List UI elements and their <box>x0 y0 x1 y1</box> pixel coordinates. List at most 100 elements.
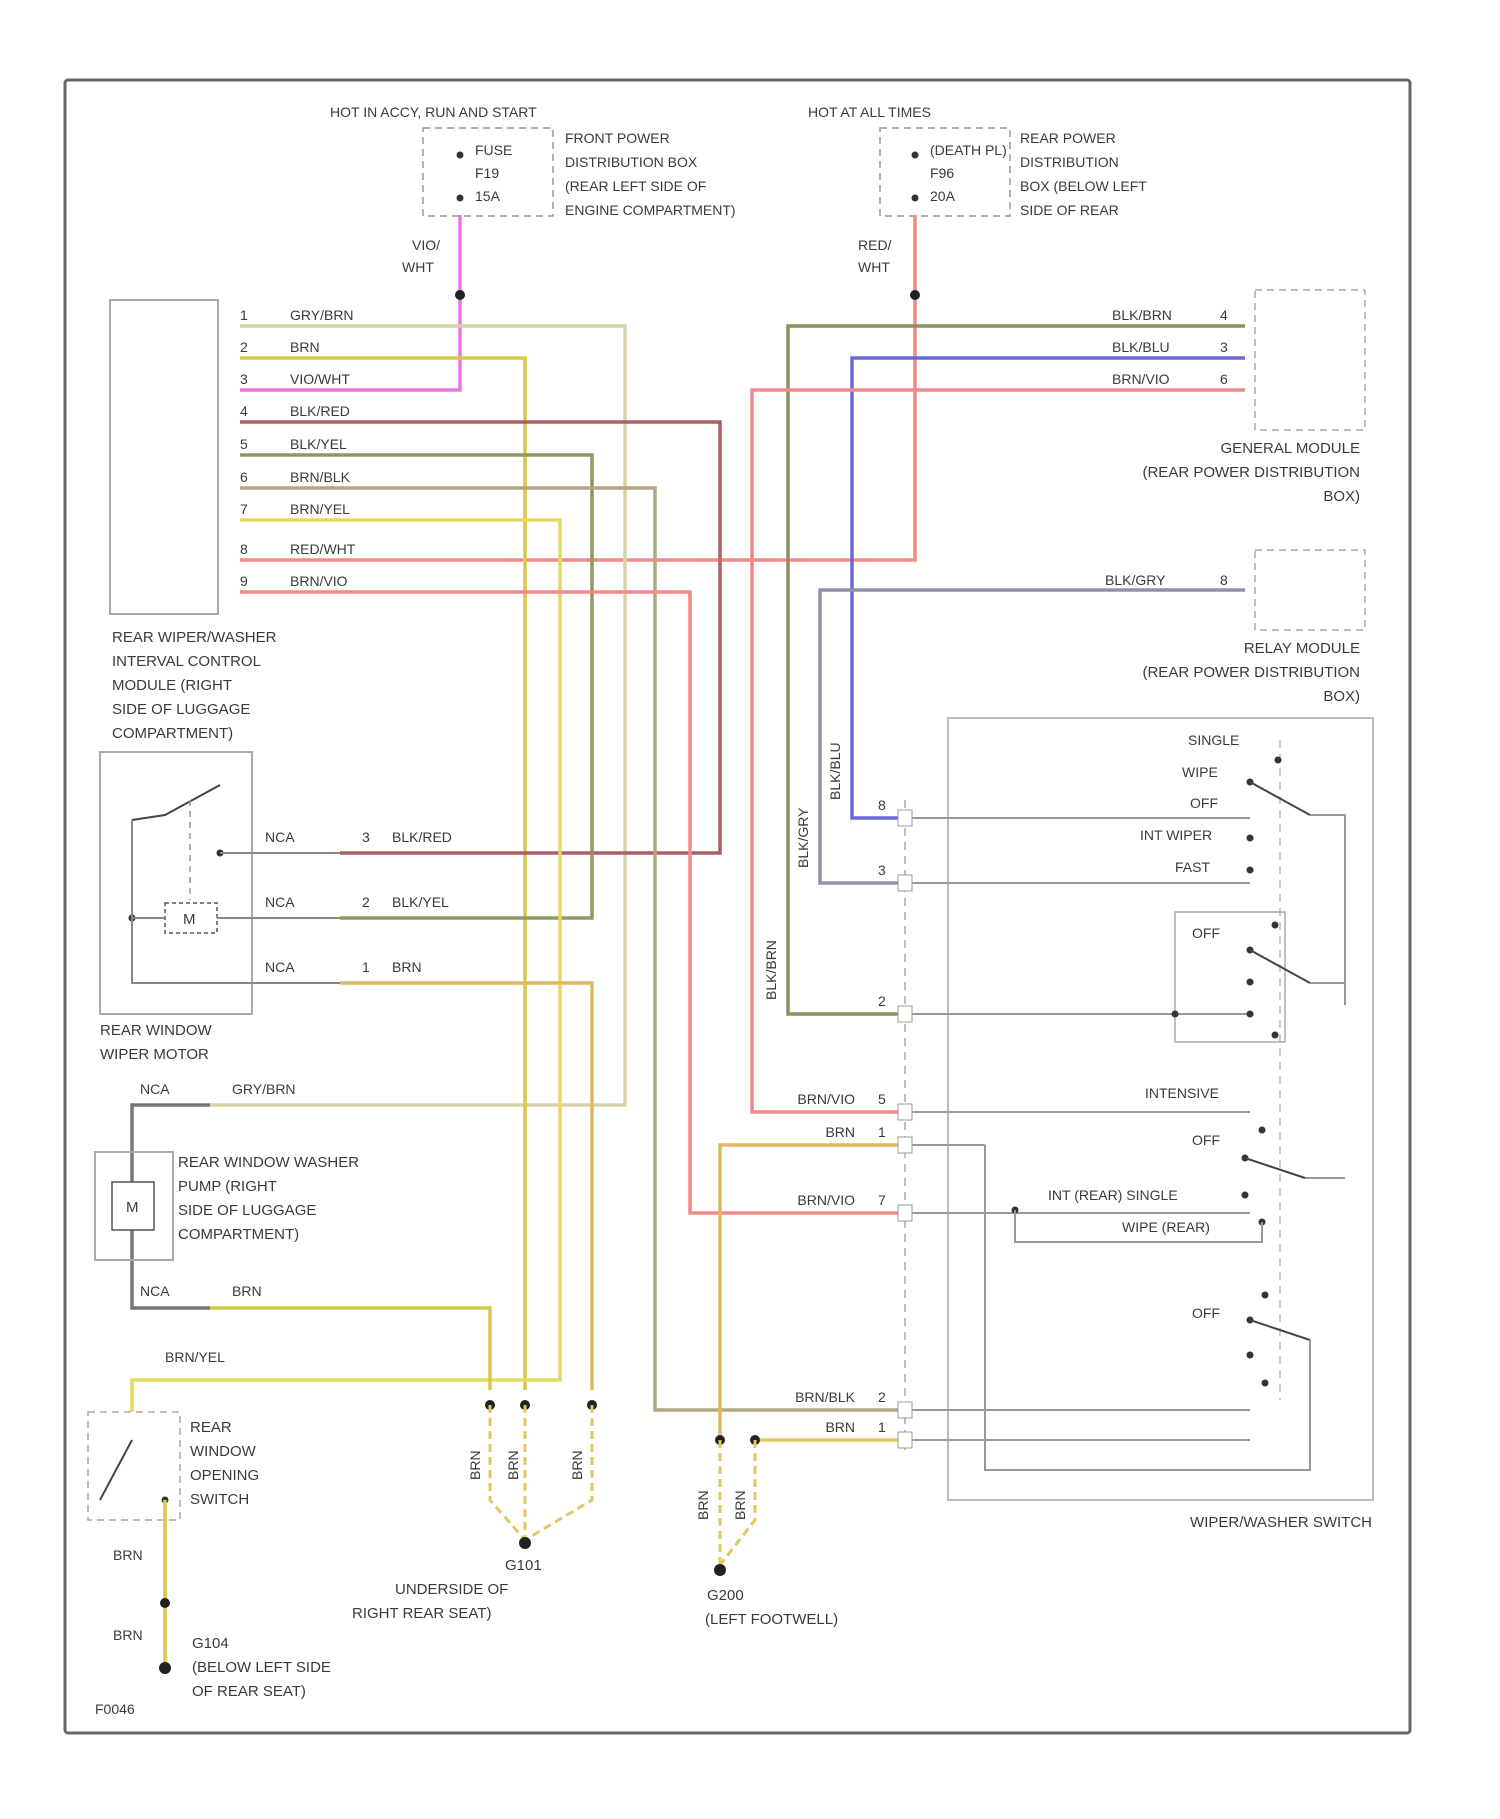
sw3-c3 <box>1242 1192 1249 1199</box>
sw1-common <box>1310 815 1345 1005</box>
wire-gry-brn <box>210 326 625 1105</box>
wire-motor-brn <box>340 983 592 1390</box>
sw2-c3 <box>1247 979 1254 986</box>
rm-label-3: BOX) <box>1323 688 1360 705</box>
switch-connector-2 <box>898 875 912 891</box>
switch-conn-num-4: 5 <box>878 1091 886 1107</box>
im-pin-wire-2: BRN <box>290 339 320 355</box>
wire-pump-brn <box>210 1308 490 1390</box>
general-module: BLK/BRN 4 BLK/BLU 3 BRN/VIO 6 GENERAL MO… <box>1112 290 1365 505</box>
acc-desc-line-3: (REAR LEFT SIDE OF <box>565 178 706 194</box>
acc-wire-line-1: VIO/ <box>412 237 440 253</box>
im-pin-wire-3: VIO/WHT <box>290 371 350 387</box>
all-times-wire-line-1: RED/ <box>858 237 892 253</box>
sw-pos-single: SINGLE <box>1188 732 1239 748</box>
switch-label: WIPER/WASHER SWITCH <box>1190 1514 1372 1531</box>
im-pin-num-6: 6 <box>240 469 248 485</box>
wp-label-4: COMPARTMENT) <box>178 1226 299 1243</box>
wm-num-1: 3 <box>362 829 370 845</box>
wire-brn-vio-gm <box>752 390 1245 1112</box>
wm-nca-1: NCA <box>265 829 295 845</box>
wiper-motor-park-switch <box>132 785 220 820</box>
switch-connector-7 <box>898 1402 912 1418</box>
gm-pin-3: 6 <box>1220 371 1228 387</box>
gm-pin-2: 3 <box>1220 339 1228 355</box>
switch-connector-8 <box>898 1432 912 1448</box>
im-pin-wire-9: BRN/VIO <box>290 573 348 589</box>
im-pin-wire-6: BRN/BLK <box>290 469 351 485</box>
sw4-c4 <box>1262 1380 1269 1387</box>
g101-wire-1: BRN <box>467 1450 483 1480</box>
wp-bottom-nca: NCA <box>140 1283 170 1299</box>
gm-label-1: GENERAL MODULE <box>1221 440 1360 457</box>
wire-brn-vio <box>240 592 905 1213</box>
switch-conn-num-1: 8 <box>878 797 886 813</box>
washer-pump: M NCA GRY/BRN NCA BRN REAR WINDOW WASHER… <box>95 1081 359 1299</box>
acc-desc-line-2: DISTRIBUTION BOX <box>565 154 698 170</box>
rm-pin: 8 <box>1220 572 1228 588</box>
rm-label-2: (REAR POWER DISTRIBUTION <box>1142 664 1360 681</box>
power-source-all-times: HOT AT ALL TIMES (DEATH PL) F96 20A REAR… <box>808 104 1147 275</box>
sw-vwire-1: BLK/BLU <box>827 742 843 800</box>
wm-label-1: REAR WINDOW <box>100 1022 213 1039</box>
ground-g200: BRN BRN G200 (LEFT FOOTWELL) <box>695 1435 838 1628</box>
all-times-desc-line-3: BOX (BELOW LEFT <box>1020 178 1147 194</box>
gm-label-2: (REAR POWER DISTRIBUTION <box>1142 464 1360 481</box>
switch-conn-wire-4: BRN/VIO <box>797 1091 855 1107</box>
rm-label-1: RELAY MODULE <box>1244 640 1360 657</box>
g104-ground-dot <box>159 1662 171 1674</box>
sw3-c1 <box>1259 1127 1266 1134</box>
switch-conn-num-2: 3 <box>878 862 886 878</box>
gm-pin-1: 4 <box>1220 307 1228 323</box>
g104-id: G104 <box>192 1635 229 1652</box>
sw-pos-off-2: OFF <box>1192 925 1220 941</box>
acc-fuse-terminal-top <box>457 152 464 159</box>
sw-pos-intensive: INTENSIVE <box>1145 1085 1219 1101</box>
acc-fuse-line-2: F19 <box>475 165 499 181</box>
acc-desc-line-4: ENGINE COMPARTMENT) <box>565 202 736 218</box>
sw4-c3 <box>1247 1352 1254 1359</box>
sw2-node <box>1172 1011 1179 1018</box>
gm-label-3: BOX) <box>1323 488 1360 505</box>
power-source-acc: HOT IN ACCY, RUN AND START FUSE F19 15A … <box>330 104 736 275</box>
sw1-c4 <box>1247 867 1254 874</box>
wire-blk-blu <box>852 358 1245 818</box>
diagram-id: F0046 <box>95 1701 135 1717</box>
sw1-c1 <box>1275 757 1282 764</box>
g200-wire-1: BRN <box>695 1490 711 1520</box>
sw-pos-off-1: OFF <box>1190 795 1218 811</box>
opening-switch-splice <box>160 1598 170 1608</box>
interval-module-label-1: REAR WIPER/WASHER <box>112 629 277 646</box>
acc-fuse-terminal-bottom <box>457 195 464 202</box>
g101-ground-dot <box>519 1537 531 1549</box>
g200-ground-dot <box>714 1564 726 1576</box>
wiper-motor: M NCA 3 BLK/RED NCA 2 BLK/YEL NCA 1 BRN … <box>100 752 452 1063</box>
wp-label-2: PUMP (RIGHT <box>178 1178 277 1195</box>
sw-pos-off-4: OFF <box>1192 1305 1220 1321</box>
wp-label-3: SIDE OF LUGGAGE <box>178 1202 316 1219</box>
sw2-c4 <box>1247 1011 1254 1018</box>
interval-module-box <box>110 300 218 614</box>
ground-g104: G104 (BELOW LEFT SIDE OF REAR SEAT) <box>192 1635 331 1700</box>
general-module-box <box>1255 290 1365 430</box>
im-pin-num-2: 2 <box>240 339 248 355</box>
all-times-fuse-line-2: F96 <box>930 165 954 181</box>
wm-wire-1: BLK/RED <box>392 829 452 845</box>
im-pin-wire-5: BLK/YEL <box>290 436 347 452</box>
g200-id: G200 <box>707 1587 744 1604</box>
sw-vwire-3: BLK/BRN <box>763 940 779 1000</box>
im-pin-num-4: 4 <box>240 403 248 419</box>
im-pin-num-9: 9 <box>240 573 248 589</box>
os-wire-b: BRN <box>113 1627 143 1643</box>
g101-wire-2: BRN <box>505 1450 521 1480</box>
all-times-fuse-terminal-bottom <box>912 195 919 202</box>
im-pin-num-5: 5 <box>240 436 248 452</box>
g101-label-2: RIGHT REAR SEAT) <box>352 1605 491 1622</box>
sw1-c3 <box>1247 835 1254 842</box>
im-pin-wire-1: GRY/BRN <box>290 307 354 323</box>
switch-connector-6 <box>898 1205 912 1221</box>
g101-label-1: UNDERSIDE OF <box>395 1581 508 1598</box>
g101-id: G101 <box>505 1557 542 1574</box>
interval-module-label-3: MODULE (RIGHT <box>112 677 232 694</box>
